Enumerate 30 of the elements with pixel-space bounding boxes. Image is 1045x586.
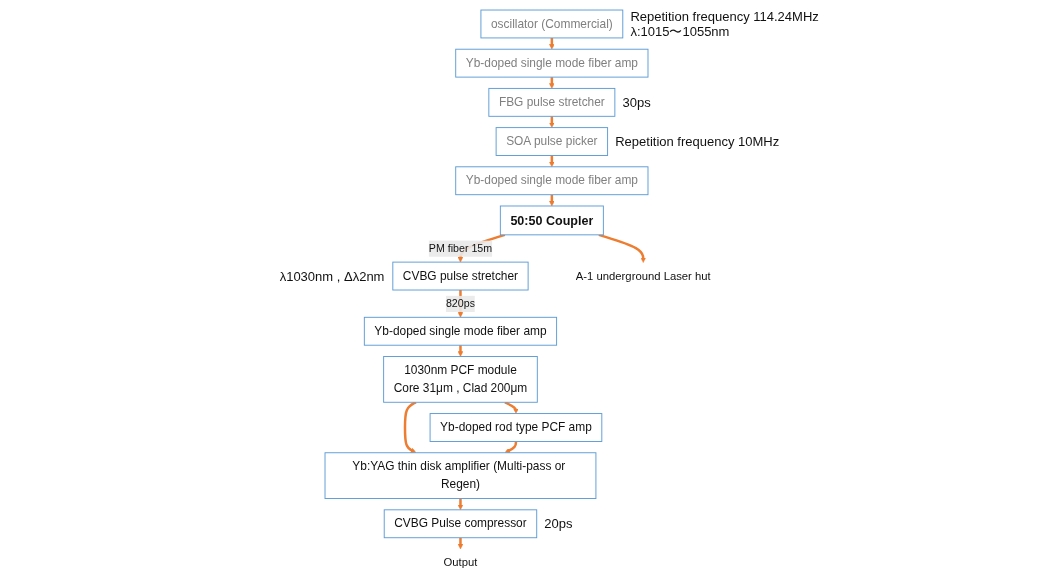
edge-label: PM fiber 15m xyxy=(428,242,492,255)
node-box: Yb-doped single mode fiber amp xyxy=(454,48,649,78)
arrow xyxy=(548,37,555,50)
arrow xyxy=(504,401,519,414)
node-box: Yb-doped single mode fiber amp xyxy=(454,166,649,196)
node-box: Yb-doped rod type PCF amp xyxy=(429,413,602,442)
node-box: CVBG Pulse compressor xyxy=(383,509,537,539)
arrow xyxy=(548,194,555,207)
node-box: 50:50 Coupler xyxy=(499,205,604,236)
arrow xyxy=(403,401,417,453)
arrow xyxy=(457,537,463,550)
node-box: oscillator (Commercial) xyxy=(480,9,623,39)
arrow xyxy=(598,233,646,263)
arrow xyxy=(457,498,463,511)
node-box: Yb-doped single mode fiber amp xyxy=(363,316,557,346)
arrow xyxy=(548,76,555,89)
arrow xyxy=(548,155,555,168)
arrow xyxy=(457,344,463,357)
node-box: Yb:YAG thin disk amplifier (Multi-pass or Regen) xyxy=(324,452,596,499)
arrow xyxy=(504,441,517,453)
node-box: FBG pulse stretcher xyxy=(488,87,615,117)
node-box: CVBG pulse stretcher xyxy=(391,261,529,291)
edge-label: 820ps xyxy=(445,297,475,310)
node-box: SOA pulse picker xyxy=(495,127,608,156)
annotation-text: 20ps xyxy=(544,516,573,532)
node-box: 1030nm PCF module Core 31μm , Clad 200μm xyxy=(382,356,538,403)
annotation-text: Repetition frequency 10MHz xyxy=(615,134,780,150)
node-text: Output xyxy=(443,555,478,569)
node-text: A-1 underground Laser hut xyxy=(575,269,711,283)
arrow xyxy=(548,116,555,128)
